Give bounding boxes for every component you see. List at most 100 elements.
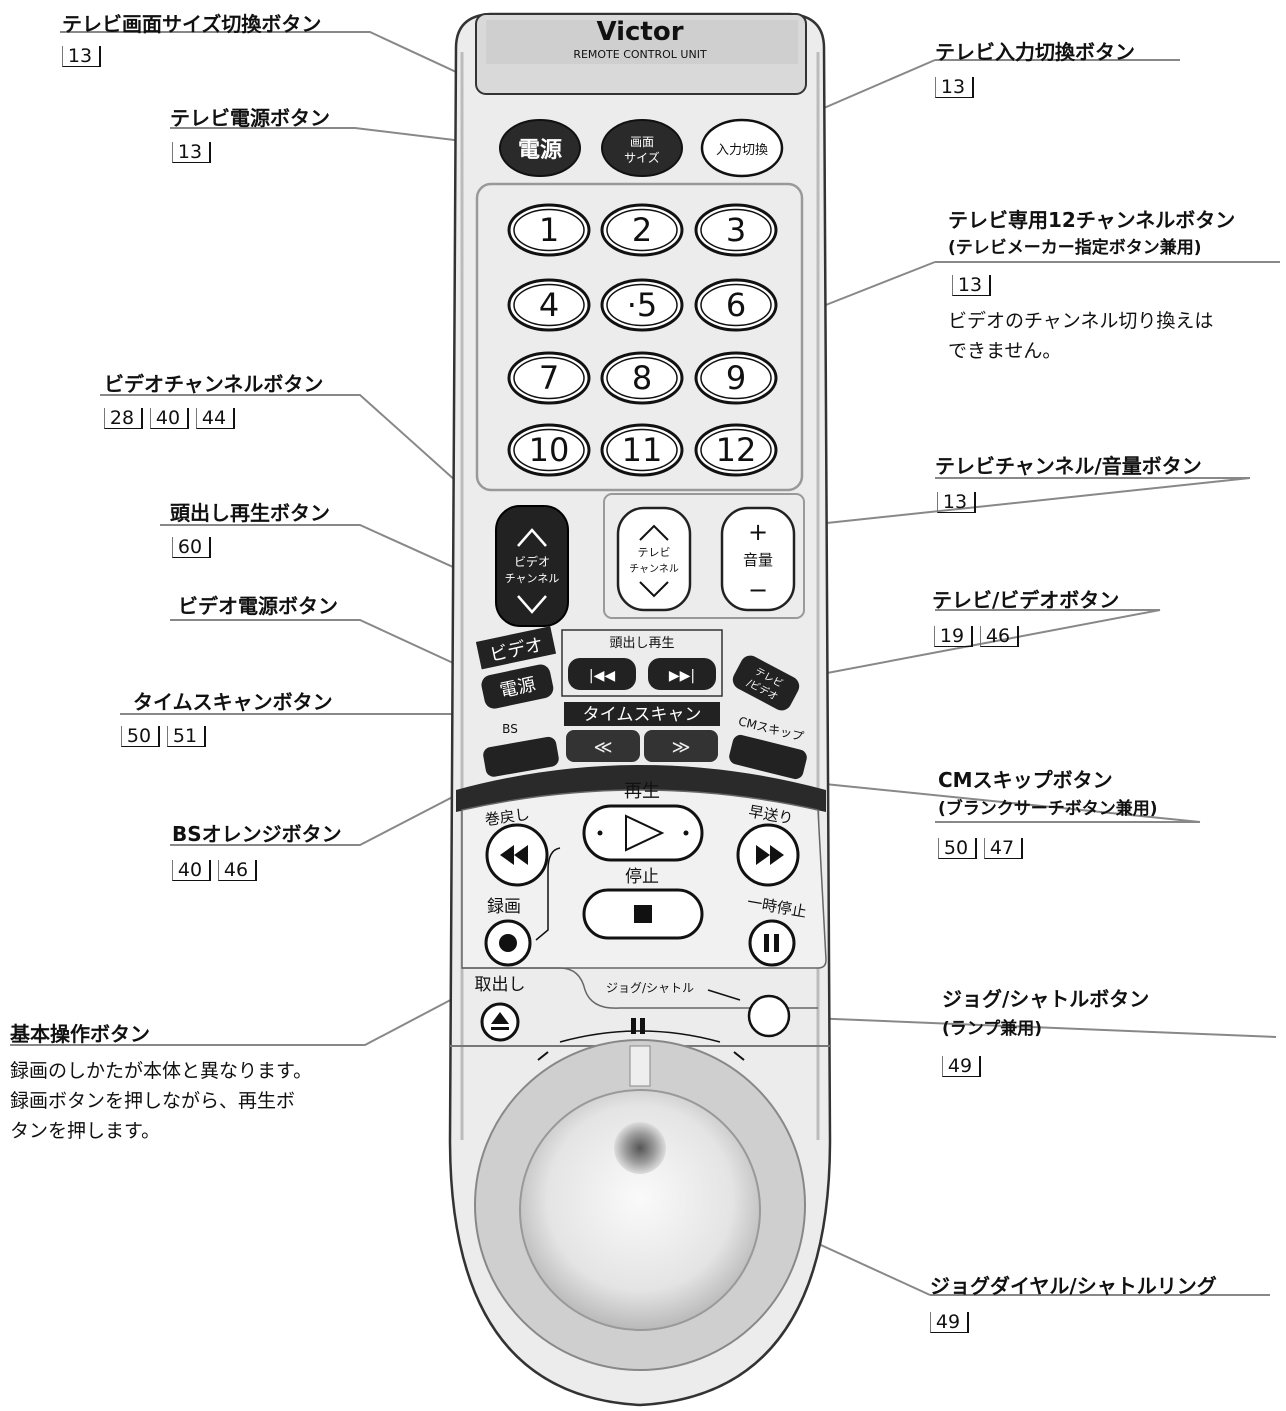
brand-logo: Victor [596, 17, 683, 47]
callout-cm-skip-title: CMスキップボタン [938, 768, 1113, 792]
tv-input-label: 入力切換 [716, 143, 768, 158]
tv-channel-button[interactable]: テレビ チャンネル [616, 506, 692, 612]
record-button[interactable] [484, 919, 532, 967]
page-ref: 51 [167, 726, 206, 747]
callout-screen-size-refs: 13 [62, 46, 101, 67]
number-button[interactable]: 2 [600, 203, 684, 257]
number-button-label: 10 [529, 431, 570, 469]
tv-power-button[interactable]: 電源 [499, 119, 581, 177]
cm-skip-button[interactable] [727, 733, 808, 780]
page-ref: 13 [952, 275, 991, 296]
video-channel-label-2: チャンネル [505, 572, 560, 585]
callout-basic-ops-note: 録画のしかたが本体と異なります。 録画ボタンを押しながら、再生ボ タンを押します… [10, 1056, 312, 1146]
screen-size-label-2: サイズ [624, 150, 660, 165]
note-line: 録画ボタンを押しながら、再生ボ [10, 1090, 296, 1112]
stop-button[interactable] [582, 888, 704, 940]
record-label: 録画 [487, 897, 521, 917]
page-ref: 13 [935, 77, 974, 98]
svg-text:≫: ≫ [672, 737, 691, 758]
stop-label: 停止 [625, 867, 659, 887]
page-ref: 44 [196, 408, 235, 429]
bs-orange-button[interactable] [482, 736, 560, 778]
callout-tv-input-refs: 13 [935, 77, 974, 98]
callout-jog-dial-refs: 49 [930, 1312, 969, 1333]
pause-button[interactable] [748, 919, 796, 967]
jog-dial[interactable] [474, 1039, 806, 1371]
play-label: 再生 [624, 781, 660, 802]
index-play-label: 頭出し再生 [609, 636, 674, 651]
svg-text:≪: ≪ [594, 737, 613, 758]
rewind-button[interactable] [485, 823, 549, 887]
page-ref: 49 [930, 1312, 969, 1333]
jog-shuttle-button[interactable] [747, 994, 791, 1038]
number-button[interactable]: 9 [694, 351, 778, 405]
callout-screen-size-title: テレビ画面サイズ切換ボタン [62, 12, 322, 36]
page-ref: 60 [172, 537, 211, 558]
number-button[interactable]: 6 [694, 278, 778, 332]
callout-time-scan-refs: 50 51 [121, 726, 206, 747]
eject-button[interactable] [480, 1002, 520, 1042]
number-button[interactable]: 4 [507, 278, 591, 332]
callout-tv-channel-volume-title: テレビチャンネル/音量ボタン [935, 454, 1202, 478]
page-ref: 46 [980, 626, 1019, 647]
time-scan-back-button[interactable]: ≪ [566, 730, 640, 762]
callout-tv-12ch-refs: 13 [952, 275, 991, 296]
number-button-label: 4 [539, 286, 559, 324]
number-button-label: ·5 [627, 286, 658, 324]
play-button[interactable] [582, 804, 704, 862]
fast-forward-button[interactable] [736, 823, 800, 887]
time-scan-label: タイムスキャン [583, 705, 702, 725]
video-power-button[interactable]: 電源 [480, 663, 556, 711]
callout-index-play-refs: 60 [172, 537, 211, 558]
number-button[interactable]: 8 [600, 351, 684, 405]
number-button-label: 9 [726, 359, 746, 397]
callout-bs-orange-refs: 40 46 [172, 860, 257, 881]
callout-video-channel-refs: 28 40 44 [104, 408, 235, 429]
index-prev-button[interactable]: |◀◀ [568, 658, 636, 690]
volume-button[interactable]: + 音量 − [720, 506, 796, 612]
tv-power-label: 電源 [518, 138, 562, 163]
number-button-label: 3 [726, 211, 746, 249]
callout-tv-channel-volume-refs: 13 [937, 492, 976, 513]
page-ref: 13 [937, 492, 976, 513]
video-channel-button[interactable]: ビデオ チャンネル [495, 505, 569, 627]
number-button-label: 8 [632, 359, 652, 397]
number-button[interactable]: 7 [507, 351, 591, 405]
callout-tv-video-title: テレビ/ビデオボタン [932, 588, 1120, 612]
page-ref: 13 [62, 46, 101, 67]
page-ref: 49 [942, 1056, 981, 1077]
bs-label: BS [502, 722, 518, 736]
callout-cm-skip-subtitle: (ブランクサーチボタン兼用) [938, 799, 1158, 819]
number-button[interactable]: 12 [694, 423, 778, 477]
callout-jog-dial-title: ジョグダイヤル/シャトルリング [930, 1274, 1217, 1298]
number-button[interactable]: 3 [694, 203, 778, 257]
note-line: できません。 [948, 340, 1062, 362]
page-ref: 13 [172, 142, 211, 163]
page-ref: 50 [121, 726, 160, 747]
number-button[interactable]: 1 [507, 203, 591, 257]
callout-tv-input-title: テレビ入力切換ボタン [935, 40, 1135, 64]
video-channel-label-1: ビデオ [514, 554, 550, 569]
callout-tv-power-refs: 13 [172, 142, 211, 163]
index-next-button[interactable]: ▶▶| [648, 658, 716, 690]
number-button-label: 1 [539, 211, 559, 249]
page-ref: 47 [984, 838, 1023, 859]
screen-size-button[interactable]: 画面 サイズ [601, 119, 683, 177]
tv-channel-label-1: テレビ [638, 546, 671, 559]
number-button[interactable]: 11 [600, 423, 684, 477]
number-button[interactable]: 10 [507, 423, 591, 477]
svg-text:▶▶|: ▶▶| [669, 668, 695, 684]
svg-text:−: − [748, 576, 768, 604]
callout-tv-12ch-note: ビデオのチャンネル切り換えは できません。 [948, 306, 1213, 366]
number-button[interactable]: ·5 [600, 278, 684, 332]
page-ref: 28 [104, 408, 143, 429]
time-scan-forward-button[interactable]: ≫ [644, 730, 718, 762]
note-line: ビデオのチャンネル切り換えは [948, 310, 1214, 332]
callout-index-play-title: 頭出し再生ボタン [170, 501, 330, 525]
page-ref: 40 [150, 408, 189, 429]
tv-input-button[interactable]: 入力切換 [700, 118, 784, 178]
volume-label: 音量 [743, 551, 773, 569]
callout-cm-skip-refs: 50 47 [938, 838, 1023, 859]
callout-basic-ops-title: 基本操作ボタン [10, 1022, 150, 1046]
